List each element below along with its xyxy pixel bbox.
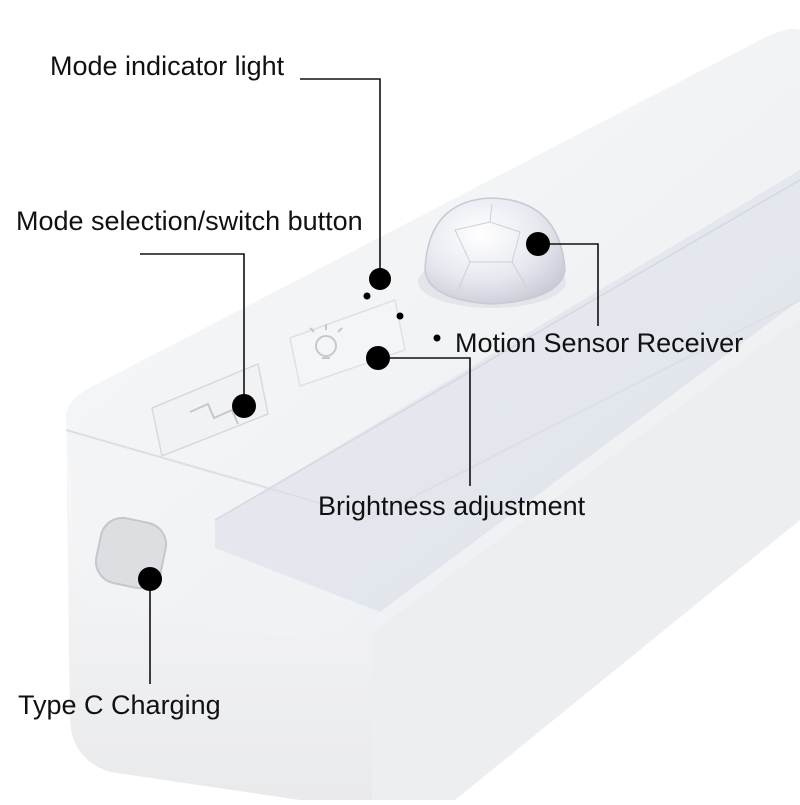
sensor-facets	[454, 203, 529, 291]
marker-mode-indicator	[369, 268, 391, 290]
marker-typec	[138, 567, 162, 591]
label-mode-indicator-light: Mode indicator light	[50, 51, 285, 81]
panel-edge-line	[214, 179, 800, 521]
leader-motion-sensor	[538, 243, 599, 326]
light-panel	[215, 170, 800, 612]
device-top-face	[65, 28, 800, 640]
marker-mode-selection	[232, 394, 256, 418]
brightness-button	[289, 298, 406, 387]
leader-mode-selection	[140, 253, 245, 406]
marker-brightness	[366, 346, 390, 370]
label-brightness-adjustment: Brightness adjustment	[318, 491, 586, 521]
stair-icon	[189, 402, 239, 425]
indicator-dot	[433, 334, 441, 342]
marker-motion-sensor	[526, 232, 550, 256]
indicator-dot	[363, 292, 371, 300]
label-motion-sensor-receiver: Motion Sensor Receiver	[455, 328, 744, 358]
label-type-c-charging: Type C Charging	[18, 690, 221, 720]
motion-sensor-dome	[424, 197, 566, 305]
indicator-dot	[396, 312, 404, 320]
device-edge-line	[65, 299, 800, 520]
leader-brightness	[378, 357, 471, 486]
device-side-face	[372, 318, 800, 800]
light-bulb-icon	[309, 324, 343, 359]
leader-mode-indicator	[300, 78, 381, 276]
label-mode-selection-button: Mode selection/switch button	[16, 206, 363, 236]
